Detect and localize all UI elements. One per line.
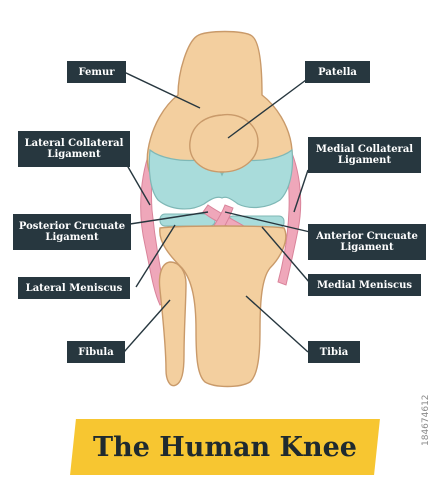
stock-id: 184674612 — [421, 394, 431, 446]
fibula-bone — [158, 261, 187, 387]
leader-line-lateral-meniscus — [135, 224, 176, 288]
diagram-title: The Human Knee — [93, 431, 357, 463]
leader-line-medial-meniscus — [261, 226, 311, 284]
tibia-bone — [159, 225, 287, 388]
label-tibia: Tibia — [308, 341, 360, 363]
label-lateral-collateral-ligament: Lateral Collateral Ligament — [18, 131, 130, 167]
label-medial-meniscus: Medial Meniscus — [308, 274, 421, 296]
label-patella: Patella — [305, 61, 370, 83]
leader-line-mcl — [293, 169, 309, 213]
leader-line-acl — [224, 211, 311, 233]
label-lateral-meniscus: Lateral Meniscus — [18, 277, 130, 299]
leader-lines — [123, 71, 311, 353]
label-anterior-cruciate-ligament: Anterior Crucuate Ligament — [308, 224, 426, 260]
leader-line-tibia — [245, 295, 309, 353]
label-posterior-cruciate-ligament: Posterior Crucuate Ligament — [13, 214, 131, 250]
label-femur: Femur — [67, 61, 126, 83]
leader-line-patella — [227, 79, 307, 139]
leader-line-lcl — [123, 159, 151, 206]
label-medial-collateral-ligament: Medial Collateral Ligament — [308, 137, 421, 173]
label-fibula: Fibula — [67, 341, 125, 363]
leader-line-femur — [123, 71, 201, 109]
leader-line-pcl — [129, 211, 209, 225]
leader-line-fibula — [123, 299, 171, 353]
